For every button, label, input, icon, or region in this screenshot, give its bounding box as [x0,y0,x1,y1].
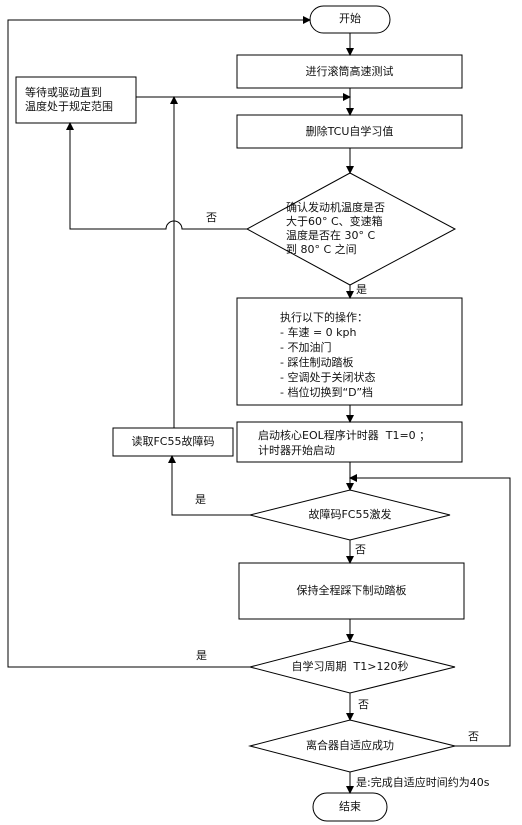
period-check-label: 自学习周期 T1>120秒 [291,660,409,673]
clutch-no-label: 否 [468,730,479,743]
temp-yes-label: 是 [356,283,367,296]
check-temp-label: 确认发动机温度是否 大于60° C、变速箱 温度是否在 30° C 到 80° … [286,201,385,256]
read-fault-label: 读取FC55故障码 [131,435,215,448]
start-label: 开始 [339,12,361,25]
fault-yes-label: 是 [195,493,206,506]
read-fault-box [112,427,234,457]
end-label: 结束 [339,800,361,813]
wait-temp-box [15,76,137,124]
edge-fault-yes [168,455,250,516]
clutch-success-label: 离合器自适应成功 [306,739,394,752]
drum-test-label: 进行滚筒高速测试 [305,65,394,78]
wait-temp-label: 等待或驱动直到 温度处于规定范围 [25,86,113,113]
operations-label: 执行以下的操作： - 车速 = 0 kph - 不加油门 - 踩住制动踏板 - … [280,311,376,399]
fault-triggered-label: 故障码FC55激发 [308,508,392,521]
period-yes-label: 是 [196,649,207,662]
edge-check-no [66,122,247,230]
hold-brake-label: 保持全程踩下制动踏板 [296,584,407,597]
period-no-label: 否 [358,698,369,711]
hold-brake-box [238,562,465,620]
clutch-yes-label: 是:完成自适应时间约为40s [356,776,490,789]
clear-tcu-label: 删除TCU自学习值 [305,125,394,138]
edge-period-yes [7,16,311,668]
drum-test-box [236,54,463,89]
edge-clutch-no [349,474,511,747]
temp-no-label: 否 [206,211,217,224]
start-timer-label: 启动核心EOL程序计时器 T1=0 ； 计时器开始启动 [258,429,431,457]
fault-no-label: 否 [355,543,366,556]
